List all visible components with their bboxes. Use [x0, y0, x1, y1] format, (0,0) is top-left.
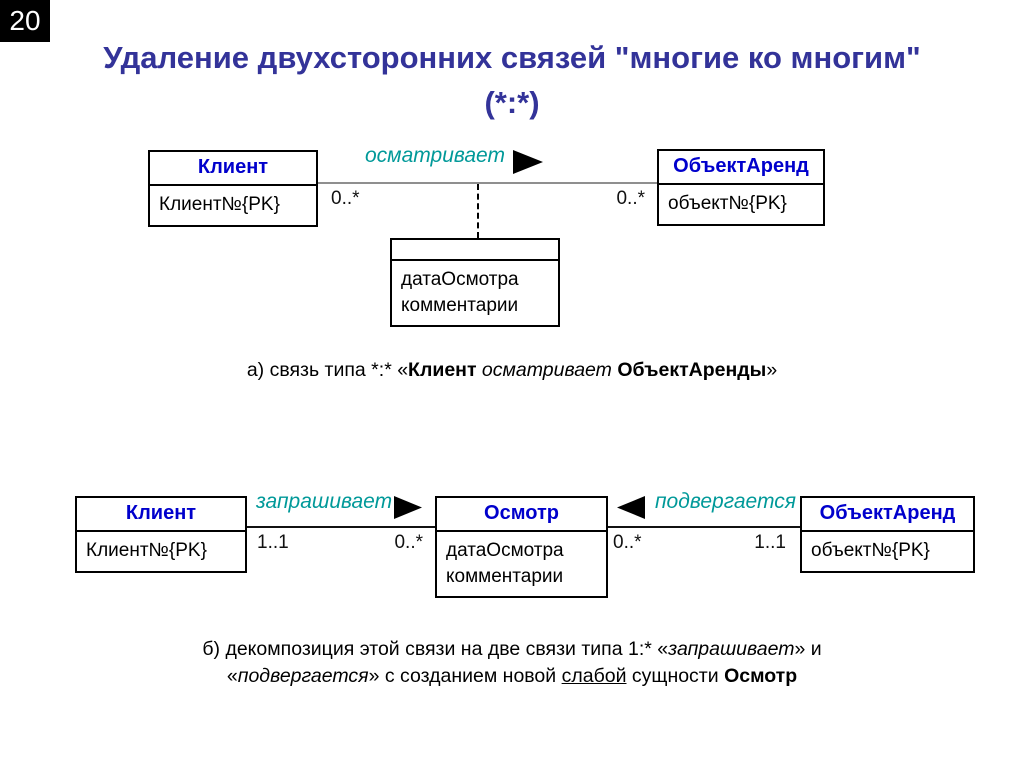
slide-number: 20	[9, 5, 41, 36]
entity-rental-b: ОбъектАренд объект№{PK}	[800, 496, 975, 573]
entity-client-b: Клиент Клиент№{PK}	[75, 496, 247, 573]
entity-client-a-header: Клиент	[148, 150, 318, 186]
entity-weak-a-header	[390, 238, 560, 261]
caption-a: а) связь типа *:* «Клиент осматривает Об…	[246, 359, 778, 381]
relationship-label-b-right: подвергается	[655, 490, 796, 513]
weak-entity-dashed-connector	[477, 184, 479, 238]
entity-weak-a-attributes: датаОсмотра комментарии	[390, 261, 560, 328]
entity-rental-b-attribute: объект№{PK}	[800, 532, 975, 573]
entity-rental-a-header: ОбъектАренд	[657, 149, 825, 185]
arrow-right-icon	[393, 495, 423, 520]
relationship-label-b-left: запрашивает	[256, 490, 393, 513]
arrow-right-icon	[512, 149, 544, 175]
entity-client-b-header: Клиент	[75, 496, 247, 532]
entity-osmotr-b-header: Осмотр	[435, 496, 608, 532]
relationship-label-a: осматривает	[365, 144, 505, 167]
entity-client-a: Клиент Клиент№{PK}	[148, 150, 318, 227]
cardinality-client-a: 0..*	[331, 188, 360, 209]
entity-rental-a-attribute: объект№{PK}	[657, 185, 825, 226]
cardinality-b-rental: 1..1	[754, 532, 786, 553]
entity-weak-a: датаОсмотра комментарии	[390, 238, 560, 328]
caption-a-text: а) связь типа *:* «	[246, 359, 409, 381]
caption-b-line1: б) декомпозиция этой связи на две связи …	[202, 638, 822, 660]
entity-client-b-attribute: Клиент№{PK}	[75, 532, 247, 573]
entity-osmotr-b-attr-1: датаОсмотра	[446, 540, 564, 561]
cardinality-b-client: 1..1	[257, 532, 289, 553]
cardinality-b-osmotr-left: 0..*	[394, 532, 423, 553]
caption-b-line2: «подвергается» с созданием новой слабой …	[226, 665, 798, 688]
slide-title: Удаление двухсторонних связей "многие ко…	[103, 40, 921, 120]
entity-osmotr-b-attr-2: комментарии	[446, 565, 564, 587]
entity-rental-a: ОбъектАренд объект№{PK}	[657, 149, 825, 226]
relationship-line-b-right	[608, 526, 800, 528]
entity-client-a-attribute: Клиент№{PK}	[148, 186, 318, 227]
entity-rental-b-header: ОбъектАренд	[800, 496, 975, 532]
entity-weak-a-attr-2: комментарии	[401, 294, 519, 316]
slide-number-badge: 20	[0, 0, 50, 42]
cardinality-rental-a: 0..*	[616, 188, 645, 209]
cardinality-b-osmotr-right: 0..*	[613, 532, 642, 553]
entity-osmotr-b-attributes: датаОсмотра комментарии	[435, 532, 608, 599]
entity-osmotr-b: Осмотр датаОсмотра комментарии	[435, 496, 608, 599]
arrow-left-icon	[616, 495, 646, 520]
caption-b: б) декомпозиция этой связи на две связи …	[0, 636, 1024, 691]
relationship-line-b-left	[247, 526, 435, 528]
entity-weak-a-attr-1: датаОсмотра	[401, 269, 519, 290]
relationship-line-a	[318, 182, 657, 184]
